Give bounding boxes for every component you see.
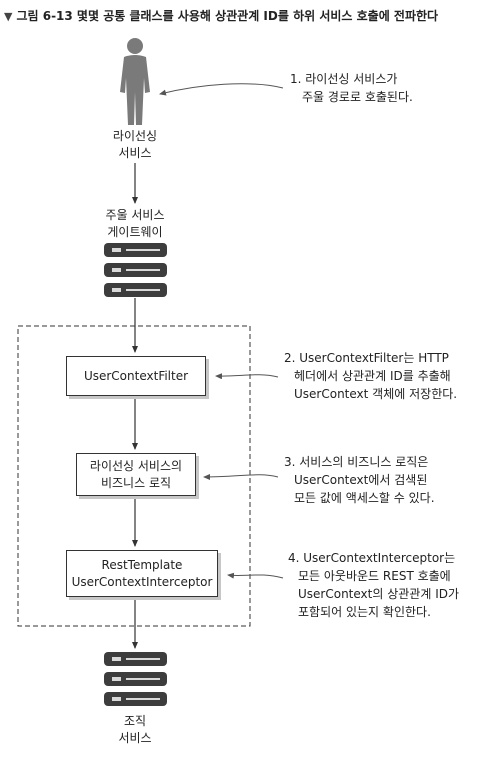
organization-label: 조직 서비스 <box>118 714 152 745</box>
licensing-service-boundary <box>17 325 251 627</box>
note-3: 3. 서비스의 비즈니스 로직은 UserContext에서 검색된 모든 값에… <box>284 455 435 505</box>
note-1-pointer <box>159 83 284 96</box>
note-1: 1. 라이선싱 서비스가 주울 경로로 호출된다. <box>290 72 413 104</box>
gateway-server-icon <box>104 243 167 297</box>
gateway-label: 주울 서비스 게이트웨이 <box>105 208 165 239</box>
interceptor-box: RestTemplate UserContextInterceptor <box>66 550 218 597</box>
user-context-filter-box: UserContextFilter <box>66 356 206 396</box>
business-logic-box: 라이선싱 서비스의 비즈니스 로직 <box>76 453 196 496</box>
person-icon <box>120 38 150 125</box>
note-2-pointer <box>215 373 279 380</box>
note-3-pointer <box>203 473 279 480</box>
organization-server-icon <box>104 652 167 706</box>
chevron-down-icon: ▼ <box>4 10 13 23</box>
note-2: 2. UserContextFilter는 HTTP 헤더에서 상관관계 ID를… <box>284 351 458 401</box>
caption-text: 그림 6-13 몇몇 공통 클래스를 사용해 상관관계 ID를 하위 서비스 호… <box>16 9 439 23</box>
licensing-user-label: 라이선싱 서비스 <box>112 129 158 160</box>
figure-caption: ▼그림 6-13 몇몇 공통 클래스를 사용해 상관관계 ID를 하위 서비스 … <box>4 7 438 24</box>
note-4-pointer <box>227 572 284 579</box>
note-4: 4. UserContextInterceptor는 모든 아웃바운드 REST… <box>288 551 460 619</box>
